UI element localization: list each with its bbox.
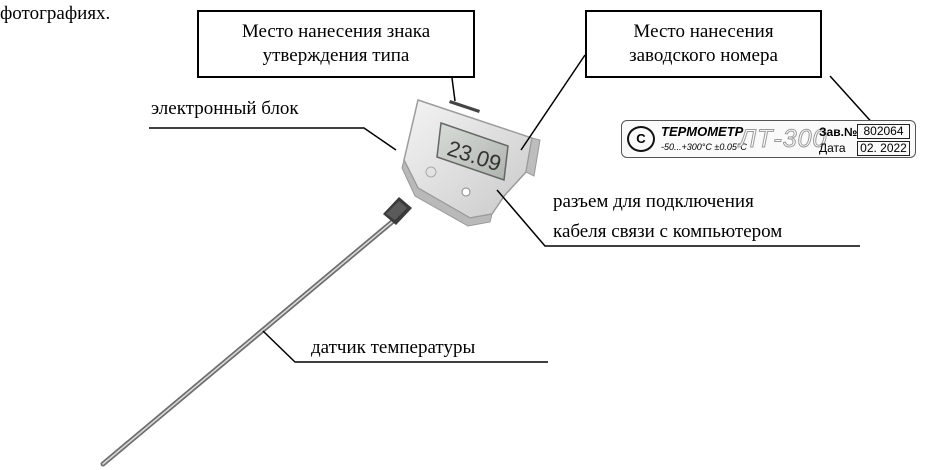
connector-label-line2: кабеля связи с компьютером [553, 221, 783, 242]
serial-place-line1: Место нанесения [633, 21, 774, 42]
plate-title: ТЕРМОМЕТР [661, 124, 744, 139]
temperature-probe [100, 219, 395, 467]
caption-text: фотографиях. [0, 3, 111, 24]
connector-label-line1: разъем для подключения [553, 191, 754, 212]
plate-date-label: Дата [819, 141, 846, 155]
electronic-unit-label: электронный блок [151, 98, 299, 119]
plate-serial-value: 802064 [857, 124, 910, 139]
plate-model: ЛТ-300 [738, 125, 828, 154]
plate-serial-label: Зав.№ [819, 125, 858, 139]
plate-date-value: 02. 2022 [857, 141, 910, 156]
probe-connector-nut [383, 197, 412, 225]
pattern-approval-logo-icon: С [627, 126, 655, 152]
leader-lines [149, 54, 877, 363]
serial-place-callout: Место нанесения заводского номера [585, 10, 822, 78]
nameplate: С ТЕРМОМЕТР -50...+300°C ±0.05°C ЛТ-300 … [621, 120, 916, 158]
type-approval-callout: Место нанесения знака утверждения типа [197, 10, 475, 78]
electronic-unit-housing: 23.09 [401, 99, 541, 227]
sensor-label: датчик температуры [311, 337, 476, 358]
type-approval-line1: Место нанесения знака [241, 21, 431, 42]
plate-range: -50...+300°C ±0.05°C [661, 142, 747, 152]
serial-place-line2: заводского номера [629, 45, 778, 66]
type-approval-line2: утверждения типа [262, 45, 410, 66]
